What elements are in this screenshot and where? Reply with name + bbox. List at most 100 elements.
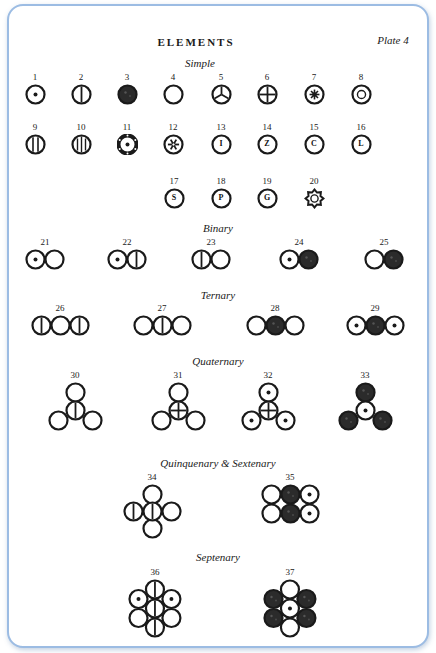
atom-group: [72, 135, 90, 153]
element-symbol: 8: [349, 73, 374, 105]
atom-symbol: [304, 188, 325, 209]
element-letter: G: [257, 188, 278, 209]
atom-speckle: [305, 256, 307, 258]
atom-circle: [297, 590, 315, 608]
callout-number: 33: [361, 371, 370, 381]
atom-speckle: [395, 260, 397, 262]
atom-symbol: [364, 249, 404, 270]
atom-circle: [212, 250, 230, 268]
atom-circle: [281, 599, 299, 617]
symbol-holder: [263, 579, 317, 638]
callout-number: 31: [174, 371, 183, 381]
compound-symbol: 22: [105, 238, 149, 270]
compound-symbol: 37: [261, 568, 319, 638]
callout-number: 5: [219, 73, 224, 83]
atom-circle: [373, 411, 391, 429]
symbol-holder: G: [257, 188, 278, 209]
atom-circle: [171, 143, 174, 146]
symbol-holder: [351, 84, 372, 105]
atom-circle: [305, 189, 323, 207]
element-letter: L: [351, 134, 372, 155]
callout-number: 36: [151, 568, 160, 578]
symbol-stroke: [310, 91, 317, 98]
symbol-holder: [151, 382, 206, 431]
atom-circle: [162, 590, 180, 608]
atom-symbol: [107, 249, 147, 270]
atom-symbol: [304, 84, 325, 105]
atom-circle: [281, 485, 299, 503]
atom-group: [109, 250, 146, 268]
atom-circle: [153, 316, 171, 334]
atom-group: [152, 383, 204, 429]
symbol-stroke: [170, 140, 176, 150]
atom-dot: [363, 408, 367, 412]
atom-circle: [259, 401, 277, 419]
element-letter: I: [211, 134, 232, 155]
atom-speckle: [377, 326, 379, 328]
atom-group: [247, 316, 303, 334]
symbol-stroke: [78, 317, 80, 333]
atom-group: [26, 135, 44, 153]
atom-dot: [34, 257, 38, 261]
element-symbol: 5: [209, 73, 234, 105]
compound-symbol: 21: [23, 238, 67, 270]
element-symbol: 20: [302, 177, 327, 209]
atom-group: [305, 189, 323, 207]
compound-symbol: 34: [121, 473, 184, 539]
atom-symbol: [31, 315, 90, 336]
element-symbol: 13I: [209, 123, 234, 155]
atom-symbol: [246, 315, 305, 336]
atom-circle: [128, 250, 146, 268]
atom-circle: [266, 316, 284, 334]
atom-speckle: [367, 393, 369, 395]
atom-group: [124, 485, 180, 537]
symbol-holder: [279, 249, 319, 270]
atom-symbol: [163, 84, 184, 105]
plate-title: ELEMENTS: [157, 36, 234, 48]
atom-circle: [186, 411, 204, 429]
atom-speckle: [292, 514, 294, 516]
atom-circle: [356, 383, 374, 401]
compound-symbol: 27: [131, 304, 194, 336]
atom-circle: [247, 316, 265, 334]
atom-dot: [134, 139, 136, 141]
atom-circle: [285, 316, 303, 334]
atom-circle: [164, 85, 182, 103]
callout-number: 6: [265, 73, 270, 83]
element-symbol: 6: [255, 73, 280, 105]
symbol-stroke: [154, 600, 156, 616]
atom-group: [193, 250, 230, 268]
atom-speckle: [129, 95, 131, 97]
symbol-holder: [71, 134, 92, 155]
atom-group: [265, 580, 316, 636]
atom-circle: [242, 411, 260, 429]
atom-circle: [72, 85, 90, 103]
symbol-holder: [31, 315, 90, 336]
atom-circle: [124, 502, 142, 520]
atom-circle: [169, 401, 187, 419]
callout-number: 23: [207, 238, 216, 248]
atom-circle: [162, 502, 180, 520]
atom-symbol: [151, 382, 206, 431]
atom-circle: [310, 195, 317, 202]
section-heading: Binary: [203, 222, 233, 234]
atom-symbol: [25, 134, 46, 155]
compound-symbol: 36: [126, 568, 184, 638]
element-symbol: 1: [23, 73, 48, 105]
symbol-stroke: [167, 143, 178, 145]
atom-symbol: [338, 382, 393, 431]
callout-number: 8: [359, 73, 364, 83]
element-symbol: 4: [161, 73, 186, 105]
symbol-holder: [211, 84, 232, 105]
atom-circle: [51, 316, 69, 334]
atom-group: [339, 383, 391, 429]
atom-group: [352, 85, 370, 103]
atom-dot: [137, 597, 141, 601]
atom-circle: [130, 609, 148, 627]
symbol-stroke: [259, 93, 275, 95]
callout-number: 15: [310, 123, 319, 133]
atom-circle: [109, 250, 127, 268]
element-letter: Z: [257, 134, 278, 155]
atom-dot: [354, 323, 358, 327]
compound-symbol: 31: [149, 371, 208, 431]
